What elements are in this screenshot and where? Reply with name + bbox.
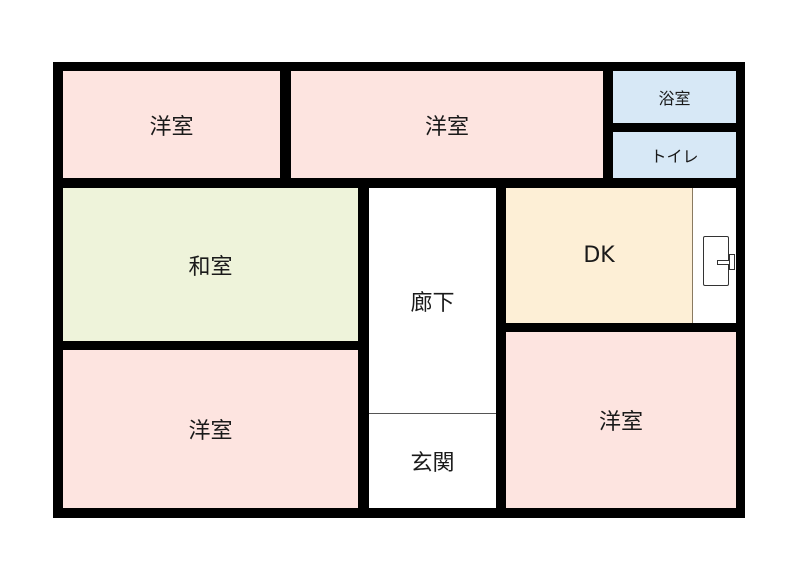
kitchen-sink-icon (703, 236, 735, 286)
room-western-top-center: 洋室 (291, 71, 603, 178)
room-western-bottom-right: 洋室 (506, 332, 736, 508)
room-western-top-left: 洋室 (63, 71, 280, 178)
room-japanese: 和室 (63, 188, 358, 341)
room-label: 洋室 (424, 114, 469, 140)
room-entrance: 玄関 (369, 414, 496, 508)
room-label: 廊下 (410, 290, 455, 316)
room-label: トイレ (650, 147, 699, 166)
kitchen-counter (693, 188, 736, 323)
room-bath: 浴室 (613, 71, 736, 123)
room-western-bottom-left: 洋室 (63, 350, 358, 508)
room-label: 和室 (188, 254, 233, 280)
room-label: 洋室 (598, 410, 643, 435)
room-toilet: トイレ (613, 132, 736, 178)
room-label: 浴室 (658, 89, 691, 108)
room-label: DK (583, 243, 615, 268)
floor-plan: 洋室 洋室 浴室 トイレ 和室 洋室 廊下 玄関 DK 洋室 (53, 62, 745, 518)
room-label: 洋室 (188, 419, 233, 444)
room-dk: DK (506, 188, 693, 323)
room-label: 玄関 (410, 451, 455, 476)
faucet-base-icon (729, 254, 735, 270)
room-label: 洋室 (149, 114, 194, 140)
room-hallway: 廊下 (369, 188, 496, 414)
